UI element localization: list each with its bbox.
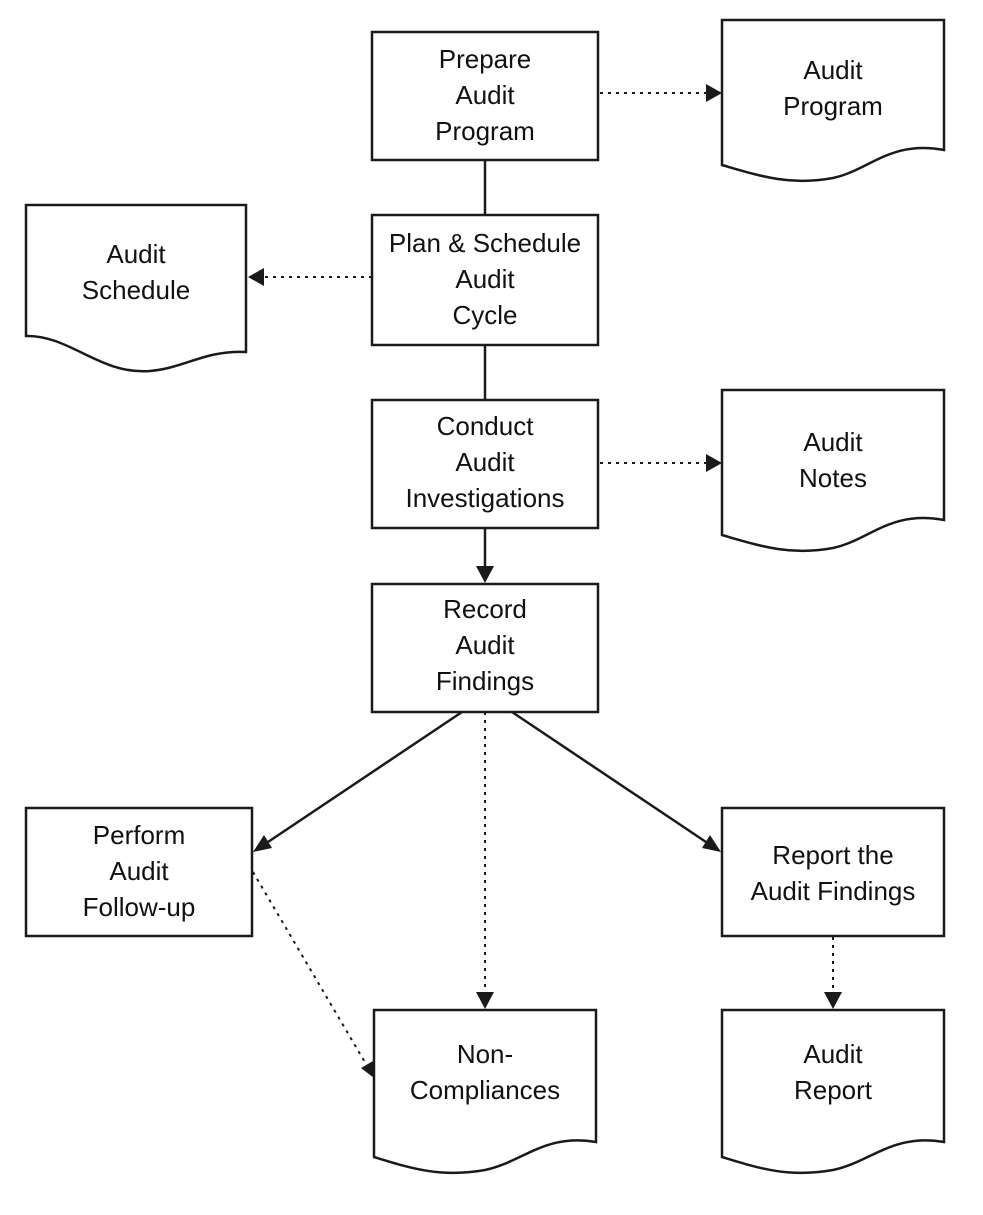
arrowhead-into-noncompliances [476,992,494,1009]
arrowhead-into-record [476,566,494,583]
document-label: Audit [803,55,863,85]
arrowhead-into-notes [706,454,722,472]
process-label: Findings [436,666,534,696]
process-perform-audit-follow-up: Perform Audit Follow-up [24,806,254,938]
document-label: Program [783,91,883,121]
process-label: Conduct [437,411,535,441]
process-label: Investigations [406,483,565,513]
arrowhead-into-schedule [248,268,264,286]
process-label: Report the [772,840,893,870]
process-report-the-audit-findings: Report the Audit Findings [720,806,946,938]
document-label: Audit [106,239,166,269]
document-label: Non- [457,1039,513,1069]
process-label: Record [443,594,527,624]
arrowhead-into-followup [253,835,272,852]
document-label: Schedule [82,275,190,305]
document-non-compliances: Non- Compliances [372,1008,598,1175]
process-label: Audit [455,264,515,294]
process-label: Audit [455,630,515,660]
document-audit-notes: Audit Notes [720,388,946,553]
process-label: Follow-up [83,892,196,922]
connector-record-to-report [511,710,707,844]
process-label: Audit [455,447,515,477]
process-label: Cycle [452,300,517,330]
document-label: Audit [803,427,863,457]
document-label: Audit [803,1039,863,1069]
arrowhead-into-program [706,84,722,102]
output-link-followup-to-noncompliances [252,871,367,1065]
document-label: Notes [799,463,867,493]
connector-record-to-followup [267,710,463,844]
process-label: Program [435,116,535,146]
arrowhead-into-auditreport [824,992,842,1009]
document-audit-program: Audit Program [720,18,946,183]
arrowhead-into-noncompliances-side [361,1061,374,1078]
process-prepare-audit-program: Prepare Audit Program [370,30,600,162]
process-label: Perform [93,820,185,850]
process-label: Prepare [439,44,532,74]
process-plan-schedule-audit-cycle: Plan & Schedule Audit Cycle [370,213,600,347]
document-label: Compliances [410,1075,560,1105]
document-audit-schedule: Audit Schedule [24,203,248,373]
process-record-audit-findings: Record Audit Findings [370,582,600,714]
process-label: Plan & Schedule [389,228,581,258]
process-label: Audit Findings [751,876,916,906]
arrowhead-into-report [702,835,721,852]
document-audit-report: Audit Report [720,1008,946,1175]
process-label: Audit [455,80,515,110]
document-label: Report [794,1075,873,1105]
process-label: Audit [109,856,169,886]
process-conduct-audit-investigations: Conduct Audit Investigations [370,398,600,530]
